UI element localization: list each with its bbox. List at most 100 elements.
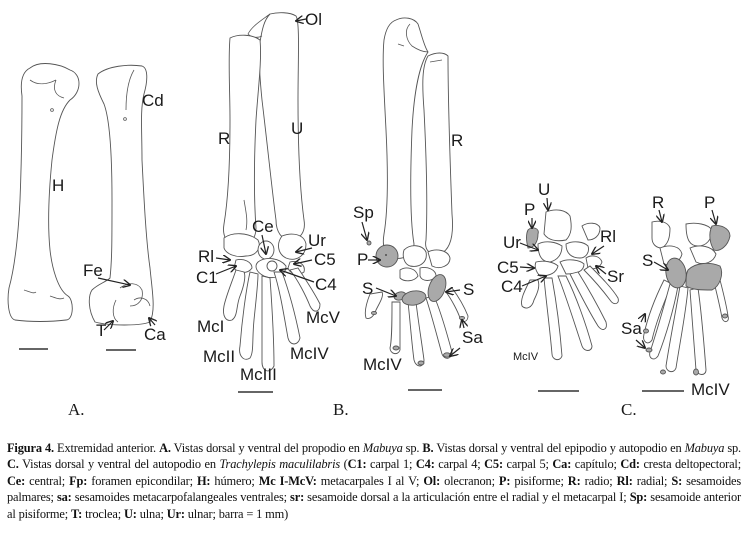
label-sr: Sr: [607, 267, 624, 286]
sesamoid-sa: [417, 360, 425, 366]
arrow-ca: [149, 318, 155, 325]
metacarpal-ii: [239, 271, 259, 360]
panel-c-dorsal: U P Ur Rl C5 Sr C4 McIV C.: [497, 180, 637, 419]
abbreviation-meaning: sesamoide anterior al pisiforme;: [7, 490, 741, 521]
abbreviation-term: C1:: [347, 457, 367, 472]
abbreviation-term: C4:: [415, 457, 435, 472]
figure-caption: Figura 4. Extremidad anterior. A. Vistas…: [7, 441, 742, 521]
arrow-sa: [450, 347, 461, 356]
abbreviation-term: Mc I-McV:: [258, 473, 317, 488]
caption-title: Extremidad anterior.: [53, 441, 160, 455]
arrow-p-ventral: [712, 209, 716, 224]
caption-a-taxon: Mabuya: [362, 441, 403, 455]
arrow-rl: [592, 245, 605, 254]
abbreviation-meaning: metacarpales I al V;: [316, 473, 424, 488]
label-c5: C5: [497, 258, 519, 277]
label-s: S: [642, 251, 653, 270]
caption-a-text: Vistas dorsal y ventral del propodio en: [170, 441, 363, 455]
arrow-sp: [362, 221, 367, 240]
label-sa: Sa: [621, 319, 642, 338]
abbreviation-meaning: sesamoides palmares;: [7, 473, 742, 505]
panel-c-ventral: R P S Sa McIV: [621, 193, 731, 399]
metacarpal-iii: [261, 275, 275, 372]
abbreviation-meaning: foramen epicondilar;: [87, 473, 197, 488]
panel-letter-a: A.: [68, 400, 85, 419]
abbreviation-term: Sp:: [629, 490, 648, 505]
label-rl: Rl: [600, 227, 616, 246]
label-t: T: [96, 321, 106, 340]
arrow-ce: [262, 234, 266, 254]
arrow-c4: [280, 270, 315, 283]
arrow-s-left: [375, 287, 396, 296]
abbreviation-term: Ce:: [7, 473, 26, 488]
panel-letter-b: B.: [333, 400, 349, 419]
label-mciv-ventral: McIV: [691, 380, 730, 399]
sesamoid-sa: [643, 328, 649, 334]
label-rl: Rl: [198, 247, 214, 266]
sesamoid-sp: [366, 240, 372, 246]
metacarpal-iv: [543, 277, 563, 361]
abbreviation-meaning: carpal 5;: [502, 457, 553, 472]
metacarpal-v: [289, 267, 321, 312]
pisiform-bone: [709, 225, 731, 251]
abbreviation-term: Ur:: [166, 506, 185, 521]
label-c1: C1: [196, 268, 218, 287]
arrow-u: [547, 197, 548, 210]
abbreviation-term: sa:: [56, 490, 72, 505]
label-mci: McI: [197, 317, 224, 336]
arrow-ur: [519, 242, 538, 250]
abbreviation-meaning: troclea;: [82, 506, 124, 521]
abbreviation-term: Cd:: [620, 457, 640, 472]
arrow-c1: [215, 266, 236, 275]
label-ca: Ca: [144, 325, 166, 344]
sesamoid-palmar: [665, 257, 687, 289]
label-s-right: S: [463, 280, 474, 299]
arrow-sa: [641, 314, 645, 322]
label-sa: Sa: [462, 328, 483, 347]
abbreviation-term: S:: [671, 473, 683, 488]
abbreviation-term: Fp:: [69, 473, 88, 488]
label-ol: Ol: [305, 10, 322, 29]
abbreviation-term: Rl:: [616, 473, 633, 488]
arrow-ur: [296, 248, 313, 252]
label-mciii: McIII: [240, 365, 277, 384]
abbreviation-term: U:: [123, 506, 137, 521]
pisiform-bone: [375, 244, 399, 268]
arrow-r: [659, 209, 662, 222]
abbreviation-meaning: central;: [25, 473, 70, 488]
abbreviation-meaning: pisiforme;: [510, 473, 568, 488]
arrow-sa: [635, 339, 645, 348]
label-p-dorsal: P: [524, 200, 535, 219]
label-p-ventral: P: [704, 193, 715, 212]
abbreviation-meaning: radio;: [580, 473, 617, 488]
abbreviation-meaning: ulna;: [136, 506, 167, 521]
caption-b-text: Vistas dorsal y ventral del epipodio y a…: [433, 441, 685, 455]
arrow-ol: [296, 19, 307, 21]
arrow-sr: [596, 266, 607, 275]
caption-c-taxon: Trachylepis maculilabris: [219, 457, 341, 472]
abbreviation-meaning: sesamoides metacarpofalangeales ventrale…: [71, 490, 291, 505]
sesamoid-sa: [443, 352, 451, 358]
sesamoid-sa: [722, 313, 728, 319]
abbreviation-term: C5:: [484, 457, 503, 472]
caption-b-taxon: Mabuya: [684, 441, 725, 455]
abbreviation-meaning: cresta deltopectoral;: [639, 457, 742, 472]
caption-abbreviation-list: C1: carpal 1; C4: carpal 4; C5: carpal 5…: [7, 457, 741, 520]
sesamoid-sa: [693, 368, 699, 376]
abbreviation-term: R:: [567, 473, 581, 488]
label-mciv-dorsal: McIV: [513, 351, 539, 363]
arrow-s-right: [446, 290, 461, 292]
abbreviation-term: Ca:: [552, 457, 572, 472]
label-r-ventral: R: [451, 131, 463, 150]
label-s-left: S: [362, 279, 373, 298]
abbreviation-term: H:: [196, 473, 211, 488]
sesamoid-sa: [392, 345, 400, 351]
abbreviation-meaning: húmero;: [210, 473, 259, 488]
abbreviation-meaning: sesamoide dorsal a la articulación entre…: [304, 490, 630, 505]
label-mcii: McII: [203, 347, 235, 366]
sesamoid-palmar: [685, 262, 723, 291]
arrow-s: [653, 261, 668, 270]
abbreviation-meaning: carpal 4;: [434, 457, 485, 472]
label-fe: Fe: [83, 261, 103, 280]
abbreviation-term: P:: [498, 473, 511, 488]
